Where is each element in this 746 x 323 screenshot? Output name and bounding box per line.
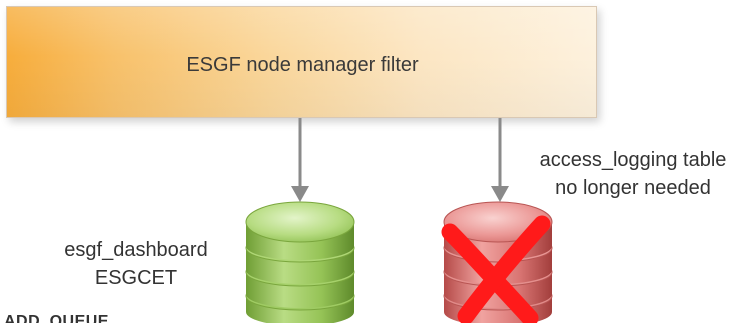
access-logging-database-icon xyxy=(441,201,553,323)
access-logging-caption: access_logging table no longer needed xyxy=(520,146,746,202)
removed-cross-icon xyxy=(441,215,551,323)
arrow-to-dashboard-db xyxy=(291,118,309,202)
access-logging-caption-line1: access_logging table xyxy=(539,149,727,171)
filter-box-label: ESGF node manager filter xyxy=(186,54,419,76)
cropped-bottom-label: ADD_QUEUE xyxy=(4,313,109,323)
access-logging-caption-line2: no longer needed xyxy=(555,177,711,199)
node-manager-filter-box: ESGF node manager filter xyxy=(6,6,597,118)
dashboard-caption-line2: ESGCET xyxy=(94,267,178,289)
dashboard-database-icon xyxy=(245,201,355,323)
arrow-to-access-logging-db xyxy=(491,118,509,202)
dashboard-caption: esgf_dashboard ESGCET xyxy=(40,236,232,292)
dashboard-caption-line1: esgf_dashboard xyxy=(64,239,208,261)
